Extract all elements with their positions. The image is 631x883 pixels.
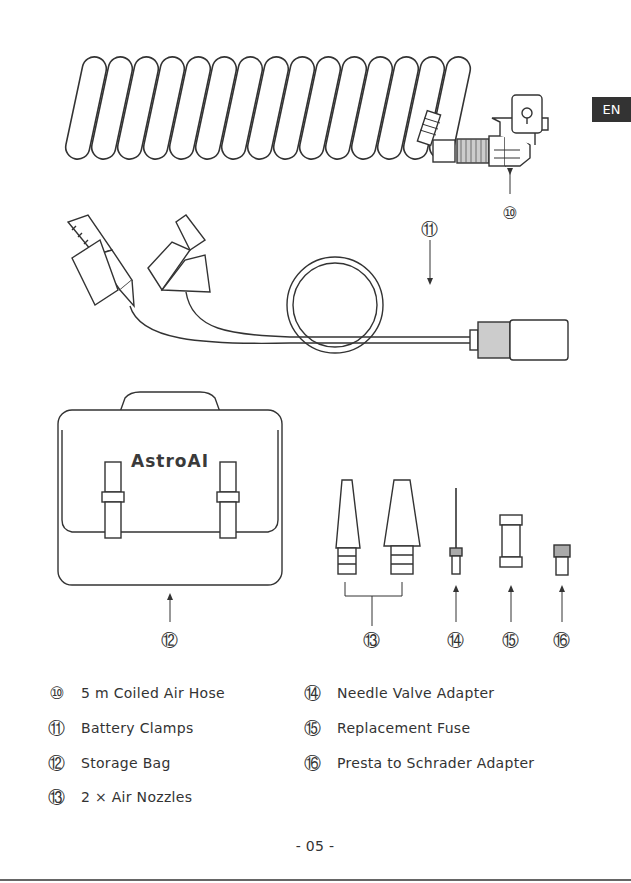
part-name: Needle Valve Adapter	[337, 684, 494, 702]
coiled-hose	[63, 55, 548, 194]
storage-bag	[58, 392, 282, 622]
list-number: ⑭	[304, 683, 321, 703]
part-name: 5 m Coiled Air Hose	[81, 684, 225, 702]
callout-number: ⑮	[502, 630, 519, 650]
part-name: Presta to Schrader Adapter	[337, 754, 534, 772]
list-number: ⑬	[48, 787, 65, 807]
callout-number: ⑪	[421, 219, 438, 239]
brand-logo: AstroAI	[131, 452, 209, 470]
callout-number: ⑫	[161, 630, 178, 650]
part-name: 2 × Air Nozzles	[81, 788, 192, 806]
list-number: ⑫	[48, 753, 65, 773]
list-number: ⑯	[304, 753, 321, 773]
list-number: ⑪	[48, 718, 65, 738]
part-name: Replacement Fuse	[337, 719, 470, 737]
list-number: ⑩	[49, 683, 65, 703]
part-name: Battery Clamps	[81, 719, 194, 737]
page-number: - 05 -	[296, 837, 335, 855]
part-name: Storage Bag	[81, 754, 171, 772]
battery-clamps	[68, 215, 568, 360]
list-number: ⑮	[304, 718, 321, 738]
callout-number: ⑯	[553, 630, 570, 650]
page-rule	[0, 879, 631, 880]
tab-text: EN	[603, 102, 621, 118]
callout-number: ⑭	[447, 630, 464, 650]
callout-number: ⑩	[502, 203, 518, 223]
callout-number: ⑬	[363, 630, 380, 650]
language-tab: EN	[592, 97, 631, 122]
accessories	[336, 480, 570, 626]
